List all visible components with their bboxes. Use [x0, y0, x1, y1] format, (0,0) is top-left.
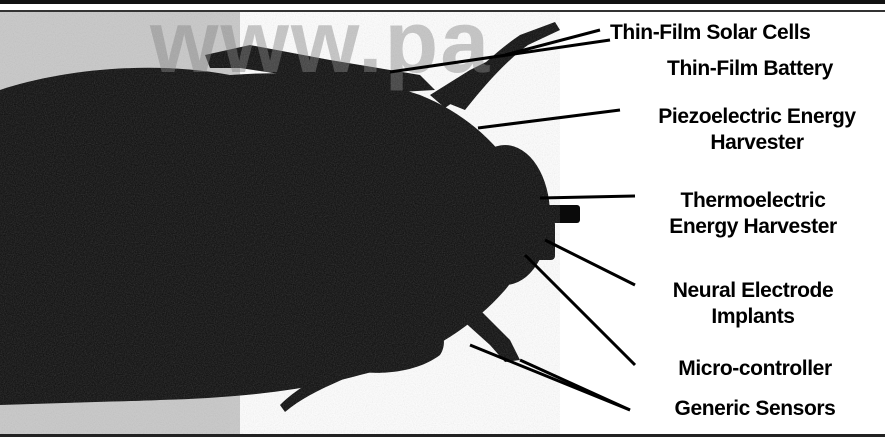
label-thin-film-battery: Thin-Film Battery [630, 56, 870, 82]
label-generic-sensors: Generic Sensors [630, 396, 880, 422]
label-piezoelectric-energy-harvester: Piezoelectric Energy Harvester [612, 104, 885, 156]
label-micro-controller: Micro-controller [630, 356, 880, 382]
label-neural-electrode-implants: Neural Electrode Implants [628, 278, 878, 330]
leader-thermo [540, 196, 635, 198]
photo-grain [0, 12, 560, 434]
label-thermoelectric-energy-harvester: Thermoelectric Energy Harvester [628, 188, 878, 240]
bottom-border [0, 434, 885, 437]
label-thin-film-solar-cells: Thin-Film Solar Cells [610, 20, 810, 46]
